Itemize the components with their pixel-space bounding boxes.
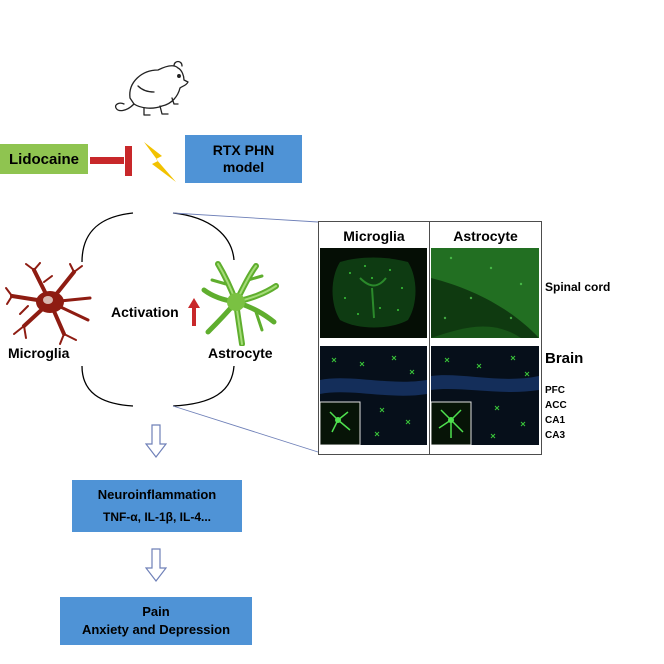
pain-label: Pain <box>142 604 170 619</box>
neuroinflammation-box: Neuroinflammation TNF-α, IL-1β, IL-4... <box>72 480 242 532</box>
region-ca1: CA1 <box>545 415 566 426</box>
spinal-cord-label: Spinal cord <box>545 280 611 294</box>
region-acc: ACC <box>545 400 567 411</box>
microglia-label: Microglia <box>8 345 70 361</box>
model-line-1: RTX PHN <box>212 142 275 158</box>
activation-label: Activation <box>111 304 179 320</box>
brain-microglia-image <box>320 346 427 445</box>
neuroinflammation-title: Neuroinflammation <box>97 487 217 502</box>
col-header-astrocyte: Astrocyte <box>453 228 518 244</box>
anxiety-depression-label: Anxiety and Depression <box>81 622 231 637</box>
rtx-phn-model-box: RTX PHN model <box>185 135 302 183</box>
astrocyte-cell-icon <box>201 261 279 346</box>
region-pfc: PFC <box>545 385 565 396</box>
up-arrow-icon <box>188 298 200 326</box>
pain-anxiety-box: Pain Anxiety and Depression <box>60 597 252 645</box>
lightning-icon <box>144 142 176 182</box>
region-ca3: CA3 <box>545 430 566 441</box>
fluorescence-panel: Microglia Astrocyte <box>318 221 542 455</box>
brain-label: Brain <box>545 350 584 367</box>
spinal-microglia-image <box>320 248 427 338</box>
down-arrow-icon-2 <box>145 548 167 582</box>
lidocaine-label: Lidocaine <box>8 150 79 168</box>
model-line-2: model <box>222 159 265 175</box>
microglia-cell-icon <box>5 262 92 345</box>
spinal-astrocyte-image <box>431 248 539 338</box>
rat-icon <box>114 60 189 116</box>
astrocyte-label: Astrocyte <box>208 345 273 361</box>
lidocaine-box: Lidocaine <box>0 144 88 174</box>
region-list: PFC ACC CA1 CA3 <box>545 383 567 443</box>
cytokine-list: TNF-α, IL-1β, IL-4... <box>102 510 212 524</box>
col-header-microglia: Microglia <box>343 228 405 244</box>
brain-astrocyte-image <box>431 346 539 445</box>
inhibition-bar-icon <box>90 146 132 176</box>
down-arrow-icon-1 <box>145 424 167 458</box>
